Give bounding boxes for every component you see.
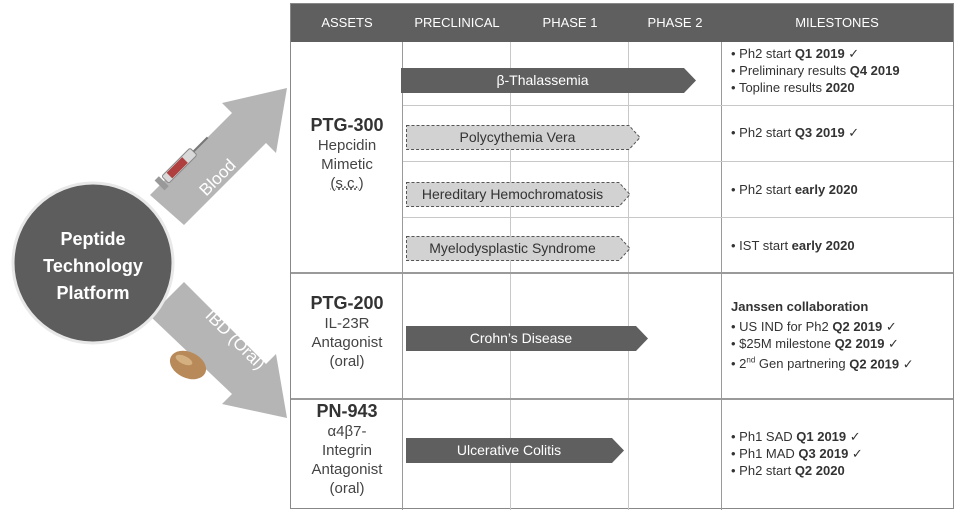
divider <box>721 42 722 510</box>
header-phase1: PHASE 1 <box>542 15 598 30</box>
platform-diagram <box>11 88 287 418</box>
divider <box>291 272 953 274</box>
divider <box>402 42 403 510</box>
milestones-ulcerative-colitis: Ph1 SAD Q1 2019 ✓ Ph1 MAD Q3 2019 ✓ Ph2 … <box>731 428 953 479</box>
divider <box>291 398 953 400</box>
program-bar-beta-thalassemia: β-Thalassemia <box>401 68 696 93</box>
ibd-arrow <box>150 282 287 418</box>
program-bar-polycythemia-vera: Polycythemia Vera <box>406 125 641 150</box>
header-phase2: PHASE 2 <box>647 15 703 30</box>
divider <box>510 42 511 510</box>
milestone-item: Preliminary results Q4 2019 <box>731 62 953 79</box>
milestone-item: $25M milestone Q2 2019 ✓ <box>731 335 953 352</box>
milestones-polycythemia-vera: Ph2 start Q3 2019 ✓ <box>731 124 953 141</box>
asset-name: PTG-300 <box>310 115 384 135</box>
milestone-item: Ph2 start early 2020 <box>731 181 953 198</box>
program-bar-crohns-disease: Crohn’s Disease <box>406 326 648 351</box>
milestone-item: IST start early 2020 <box>731 237 953 254</box>
divider <box>403 217 953 218</box>
table-header <box>291 4 953 42</box>
header-assets: ASSETS <box>321 15 373 30</box>
milestone-item: 2nd Gen partnering Q2 2019 ✓ <box>731 352 953 372</box>
milestones-beta-thalassemia: Ph2 start Q1 2019 ✓ Preliminary results … <box>731 45 953 96</box>
janssen-collaboration-title: Janssen collaboration <box>731 299 869 314</box>
milestone-item: Ph1 SAD Q1 2019 ✓ <box>731 428 953 445</box>
divider <box>628 42 629 510</box>
platform-circle <box>11 181 175 345</box>
milestone-item: Ph2 start Q2 2020 <box>731 462 953 479</box>
milestone-item: US IND for Ph2 Q2 2019 ✓ <box>731 318 953 335</box>
asset-pn943: PN-943 α4β7- Integrin Antagonist (oral) <box>291 402 403 498</box>
asset-ptg300: PTG-300 Hepcidin Mimetic (s.c.) <box>291 116 403 193</box>
milestones-hereditary-hemochromatosis: Ph2 start early 2020 <box>731 181 953 198</box>
asset-ptg200: PTG-200 IL-23R Antagonist (oral) <box>291 294 403 371</box>
milestone-item: Ph2 start Q1 2019 ✓ <box>731 45 953 62</box>
asset-name: PTG-200 <box>310 293 384 313</box>
asset-name: PN-943 <box>316 401 378 421</box>
program-bar-ulcerative-colitis: Ulcerative Colitis <box>406 438 624 463</box>
platform-label: Peptide Technology Platform <box>43 229 143 303</box>
program-bar-myelodysplastic-syndrome: Myelodysplastic Syndrome <box>406 236 631 261</box>
pill-icon <box>169 350 207 380</box>
divider <box>403 105 953 106</box>
header-preclinical: PRECLINICAL <box>414 15 500 30</box>
milestone-item: Topline results 2020 <box>731 79 953 96</box>
program-bar-hereditary-hemochromatosis: Hereditary Hemochromatosis <box>406 182 631 207</box>
milestones-crohns-disease: Janssen collaboration US IND for Ph2 Q2 … <box>731 298 953 372</box>
milestone-item: Ph1 MAD Q3 2019 ✓ <box>731 445 953 462</box>
header-milestones: MILESTONES <box>795 15 879 30</box>
syringe-icon <box>154 136 209 191</box>
milestone-item: Ph2 start Q3 2019 ✓ <box>731 124 953 141</box>
pipeline-table: ASSETS PRECLINICAL PHASE 1 PHASE 2 MILES… <box>290 3 954 510</box>
divider <box>403 161 953 162</box>
blood-disorders-arrow <box>150 88 287 225</box>
milestones-myelodysplastic-syndrome: IST start early 2020 <box>731 237 953 254</box>
